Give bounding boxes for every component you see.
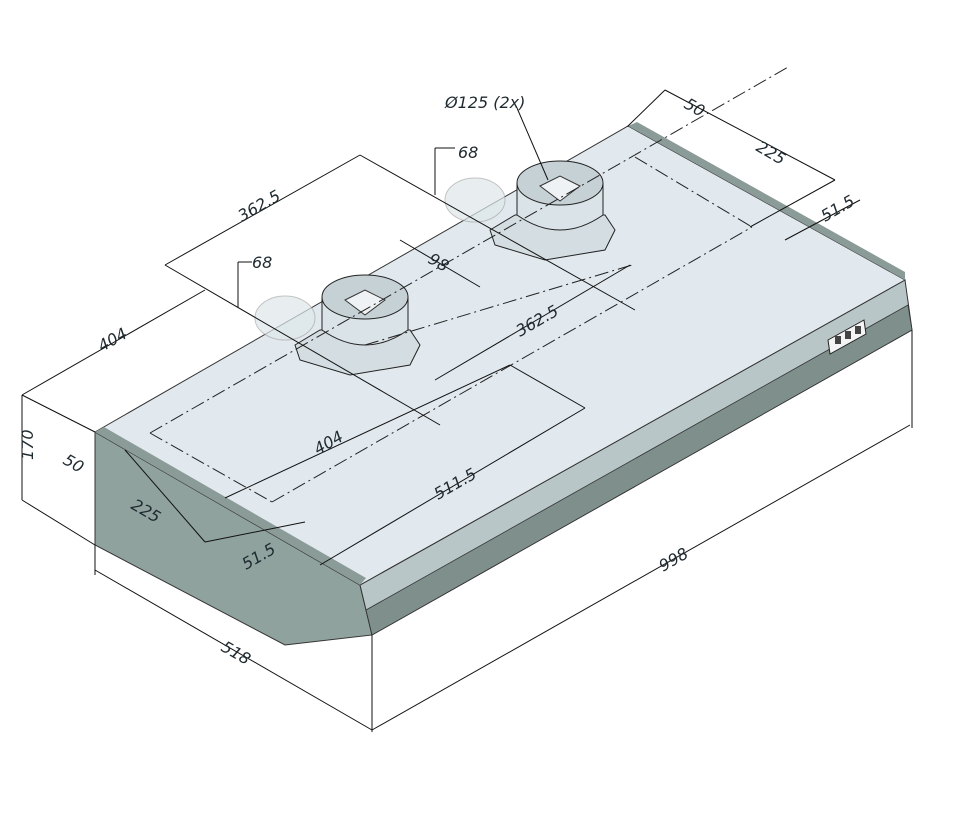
left-trim [95,427,366,585]
label-rear-225: 225 [753,137,789,169]
duct-collar-left [254,274,421,376]
label-depth-518: 518 [218,637,254,669]
label-rear-51-5: 51.5 [818,191,858,225]
label-front-offset-50: 50 [60,450,87,477]
label-height-170: 170 [18,429,37,460]
duct-collar-right [444,160,616,261]
label-collar-diameter: Ø125 (2x) [444,93,525,112]
label-collar-spacing-top: 362.5 [235,186,284,225]
right-trim [628,122,905,280]
label-collar-height-2: 68 [252,253,272,272]
control-panel[interactable] [827,319,867,355]
center-lines [149,65,791,503]
dimension-lines [21,89,913,732]
label-collar-height-1: 68 [458,143,478,162]
label-rear-offset-50: 50 [681,94,708,121]
label-width-998: 998 [656,544,692,576]
